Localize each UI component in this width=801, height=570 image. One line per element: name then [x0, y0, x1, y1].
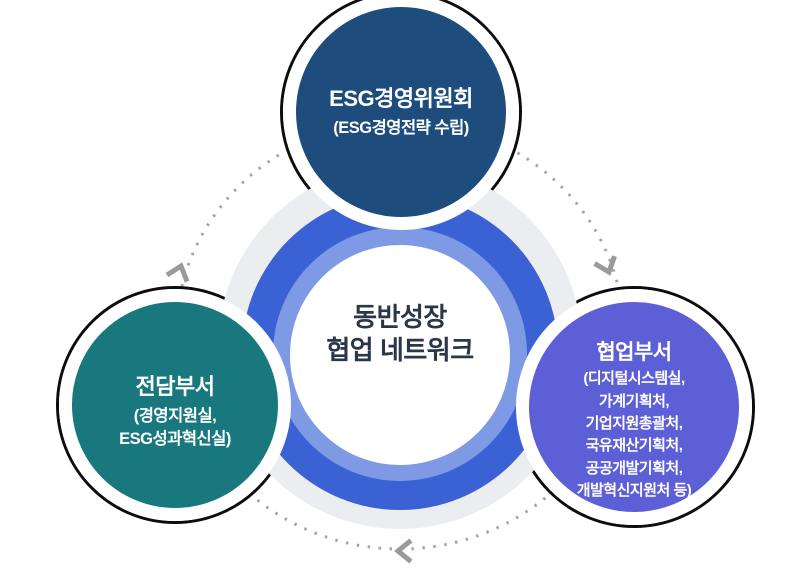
- right-circle-collab-dept: [516, 289, 752, 525]
- connector-arrows: [165, 255, 617, 564]
- right-node-subline: (디지털시스템실,: [583, 370, 685, 388]
- top-circle-esg-committee: [283, 0, 519, 230]
- right-node-title: 협업부서: [596, 341, 672, 364]
- right-node-subline: 국유재산기획처,: [585, 437, 683, 455]
- center-white-circle: [290, 245, 510, 465]
- right-node-subline: 가계기획처,: [598, 392, 670, 410]
- right-node-sublines: (디지털시스템실, 가계기획처, 기업지원총괄처, 국유재산기획처, 공공개발기…: [577, 368, 692, 502]
- center-label-line1: 동반성장: [353, 302, 447, 332]
- right-node-subline: 기업지원총괄처,: [585, 414, 683, 432]
- center-label: 동반성장 협업 네트워크: [326, 301, 474, 368]
- right-node-subline: 공공개발기획처,: [585, 459, 683, 477]
- left-node-label: 전담부서 (경영지원실, ESG성과혁신실): [119, 374, 231, 450]
- left-node-subline: (경영지원실,: [133, 407, 217, 426]
- arrow-down-right-icon: [593, 255, 617, 276]
- arrow-left-bottom-icon: [394, 538, 413, 564]
- top-node-title: ESG경영위원회: [329, 86, 473, 111]
- left-node-subline: ESG성과혁신실): [119, 429, 231, 448]
- center-label-line2: 협업 네트워크: [326, 335, 474, 366]
- right-node-label: 협업부서 (디지털시스템실, 가계기획처, 기업지원총괄처, 국유재산기획처, …: [577, 340, 692, 502]
- top-node-subtitle: (ESG경영전략 수립): [333, 119, 469, 138]
- top-node-label: ESG경영위원회 (ESG경영전략 수립): [329, 86, 473, 140]
- left-circle-dedicated-dept: [59, 289, 291, 521]
- right-node-subline: 개발혁신지원처 등): [576, 481, 692, 499]
- left-node-sublines: (경영지원실, ESG성과혁신실): [119, 405, 231, 450]
- arrow-up-left-icon: [165, 262, 190, 283]
- left-node-title: 전담부서: [135, 374, 215, 399]
